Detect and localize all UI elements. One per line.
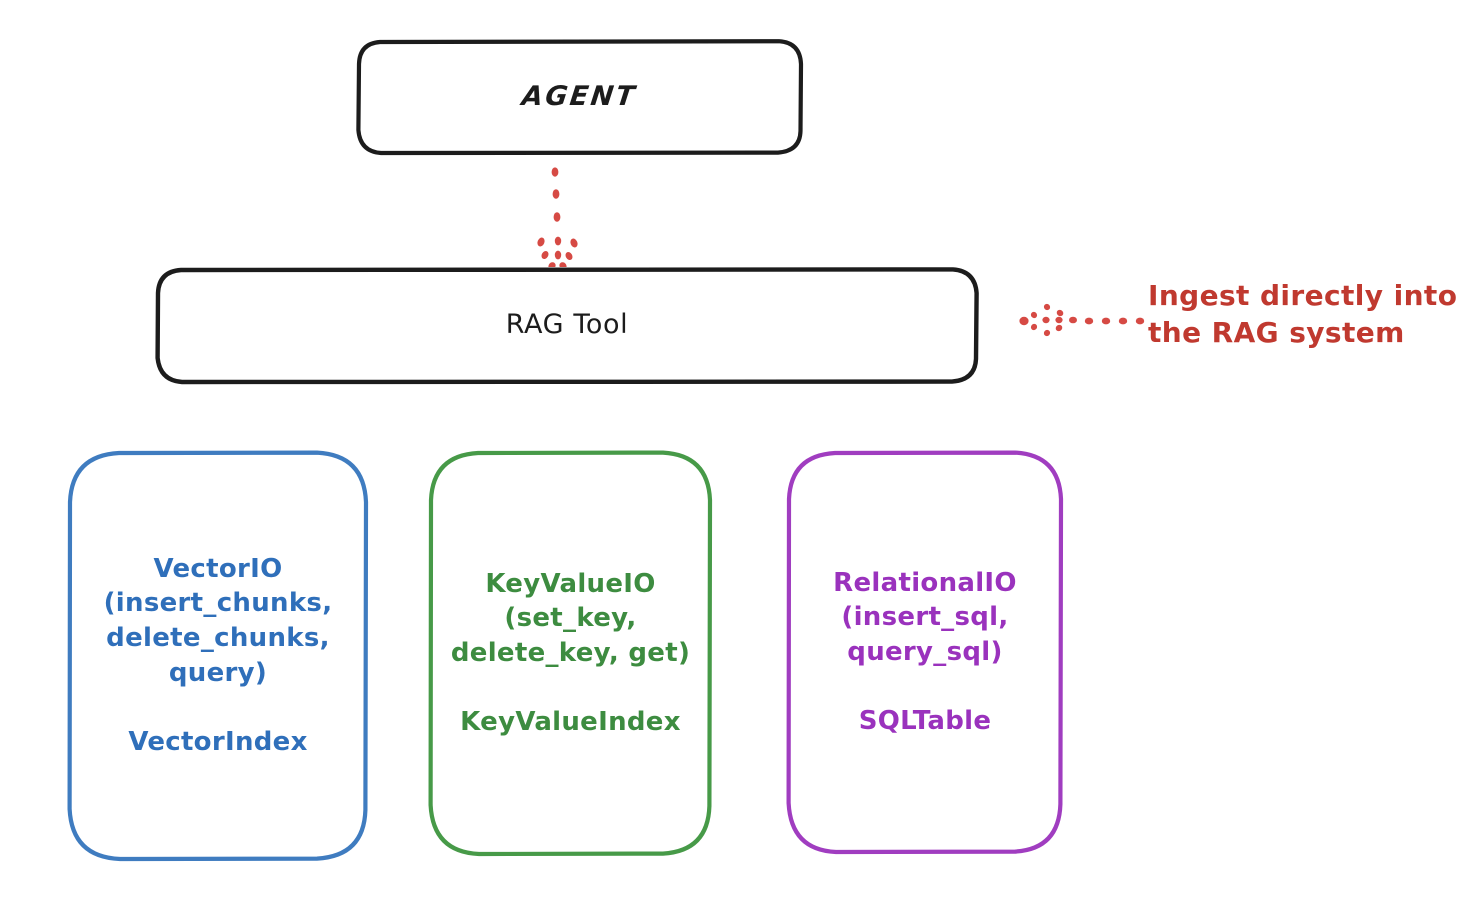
node-key-value-io[interactable]: KeyValueIO (set_key, delete_key, get) Ke… bbox=[428, 450, 713, 857]
connector-agent-to-rag-tool bbox=[537, 167, 578, 278]
node-vector-io[interactable]: VectorIO (insert_chunks, delete_chunks, … bbox=[67, 450, 369, 862]
annotation-ingest: Ingest directly into the RAG system bbox=[1148, 279, 1458, 349]
node-rag-tool[interactable]: RAG Tool bbox=[155, 267, 979, 385]
key-value-io-box-outline bbox=[428, 450, 713, 857]
node-relational-io-label: RelationalIO (insert_sql, query_sql) SQL… bbox=[833, 567, 1017, 736]
node-rag-tool-label: RAG Tool bbox=[505, 309, 629, 341]
connector-ingest-to-rag-tool bbox=[1019, 303, 1145, 337]
node-vector-io-label: VectorIO (insert_chunks, delete_chunks, … bbox=[103, 553, 333, 757]
agent-box-outline bbox=[356, 39, 804, 156]
vector-io-box-outline bbox=[67, 450, 369, 862]
node-relational-io[interactable]: RelationalIO (insert_sql, query_sql) SQL… bbox=[786, 450, 1064, 855]
node-key-value-io-label: KeyValueIO (set_key, delete_key, get) Ke… bbox=[450, 568, 691, 737]
rag-tool-box-outline bbox=[155, 267, 979, 385]
node-agent[interactable]: AGENT bbox=[356, 39, 804, 156]
node-agent-label: AGENT bbox=[520, 80, 639, 112]
relational-io-box-outline bbox=[786, 450, 1064, 855]
